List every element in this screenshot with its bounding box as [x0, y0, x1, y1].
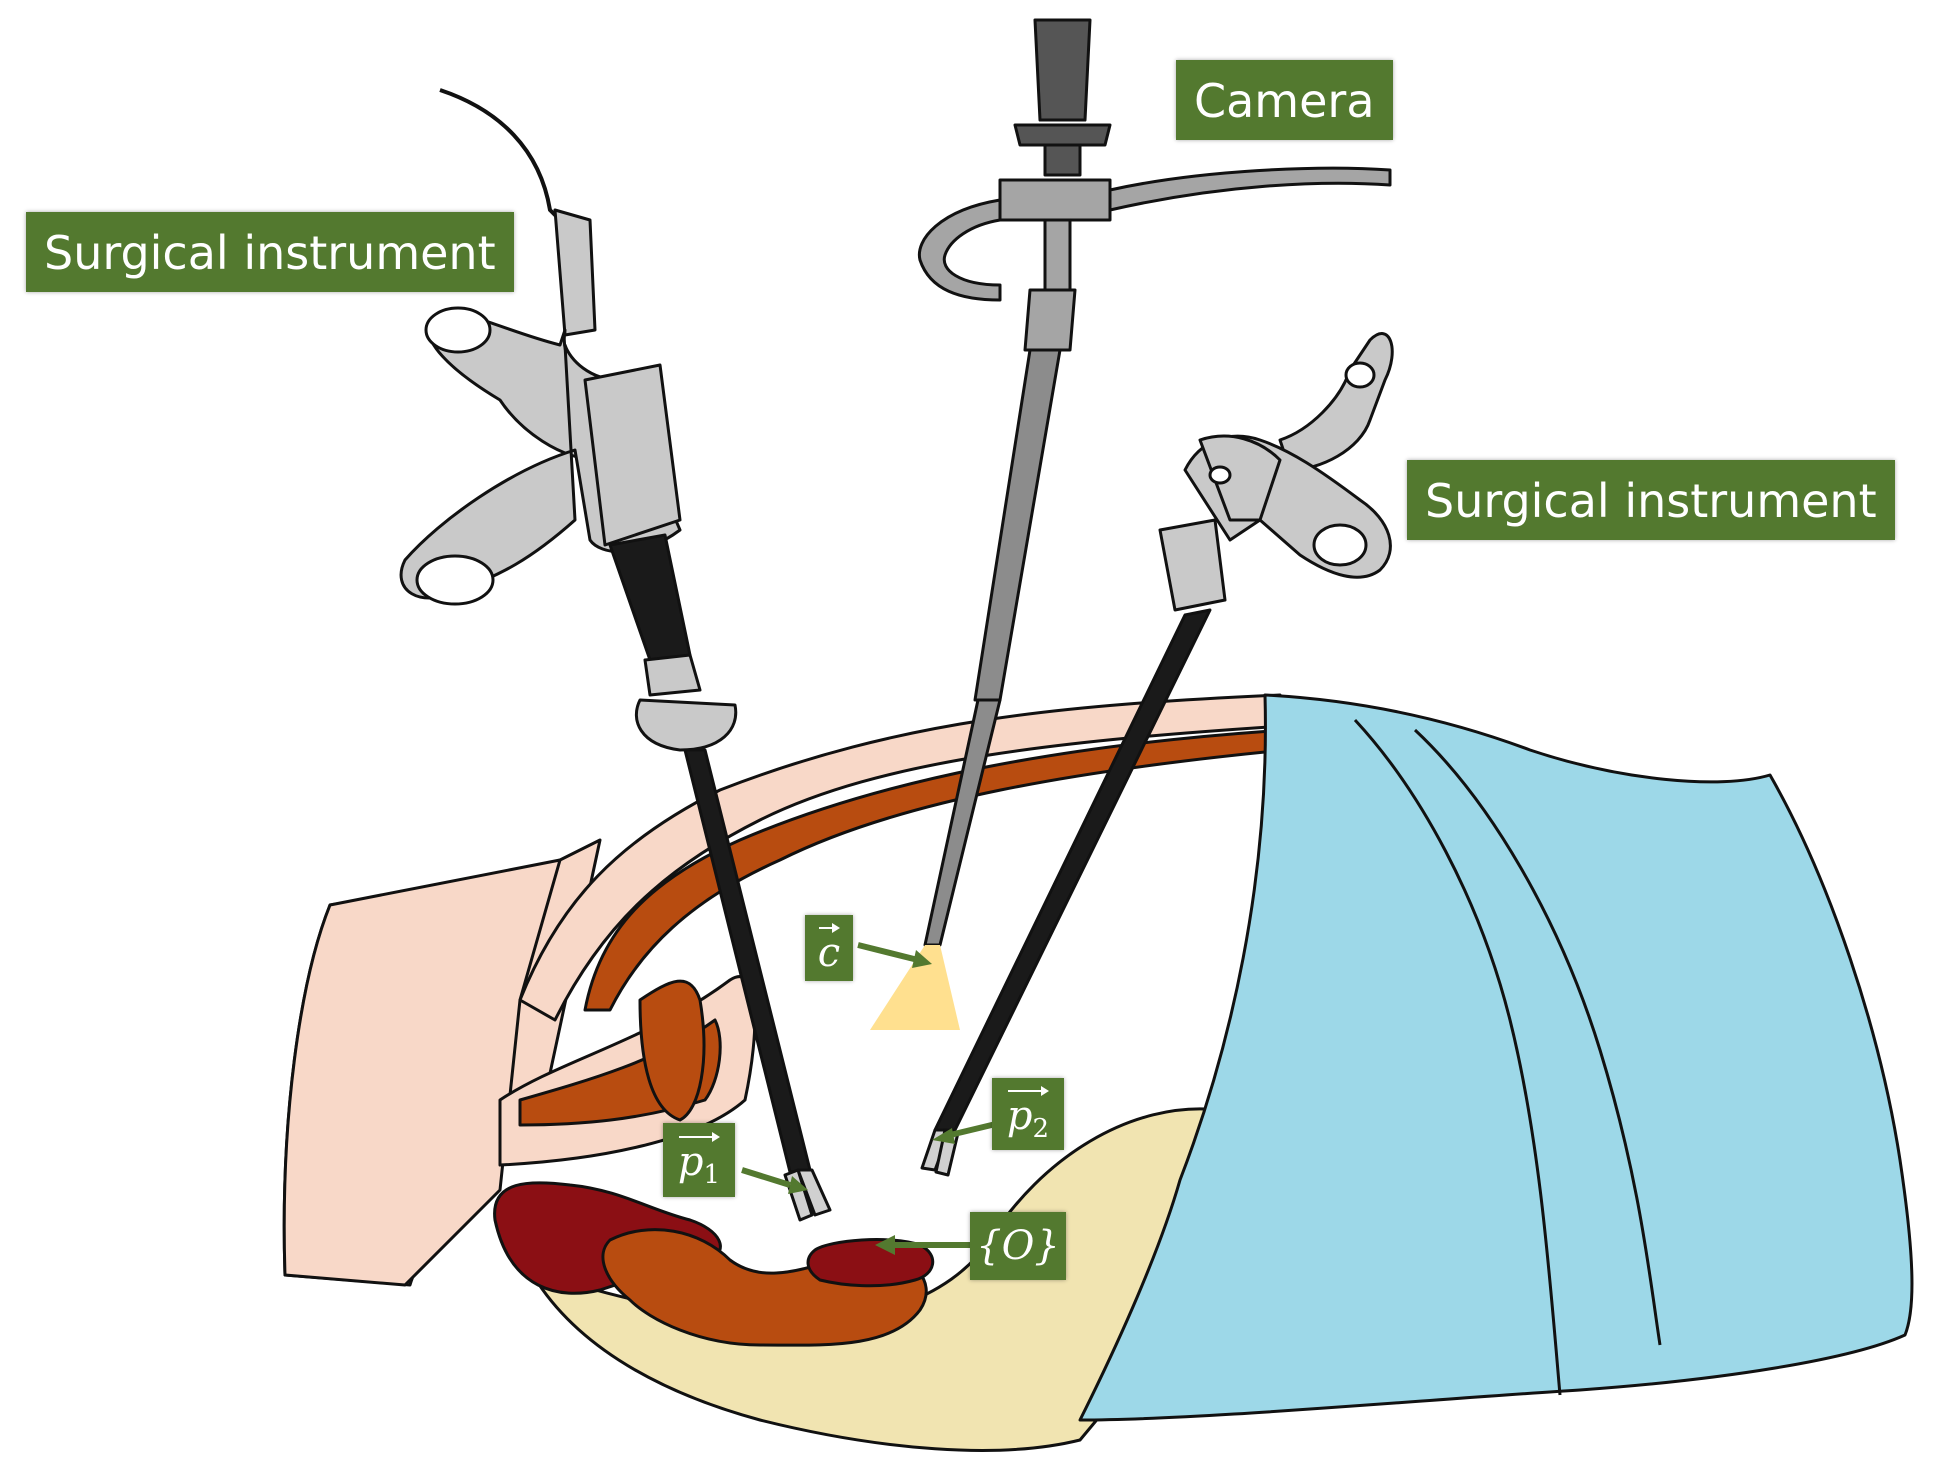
label-arrows [741, 942, 1001, 1255]
arrowhead-p1 [788, 1176, 808, 1194]
camera-tip-symbol: c [805, 915, 853, 981]
left-instrument-label: Surgical instrument [26, 212, 514, 292]
instrument-tip-2-symbol: p2 [992, 1078, 1064, 1150]
arrow-camera-tip [857, 942, 919, 963]
arrowhead-origin [875, 1235, 895, 1255]
instrument-tip-1-symbol: p1 [663, 1123, 735, 1197]
arrowhead-camera-tip [912, 950, 932, 968]
arrow-p2 [949, 1120, 1001, 1138]
arrowhead-p2 [932, 1128, 955, 1144]
right-surgical-instrument [920, 332, 1394, 1177]
camera-label: Camera [1176, 60, 1393, 140]
right-instrument-label: Surgical instrument [1407, 460, 1895, 540]
patient-body [282, 693, 1914, 1452]
origin-frame-symbol: {O} [970, 1212, 1066, 1280]
arrow-p1 [741, 1167, 791, 1188]
left-surgical-instrument [399, 88, 832, 1222]
camera-scope [870, 18, 1392, 1030]
